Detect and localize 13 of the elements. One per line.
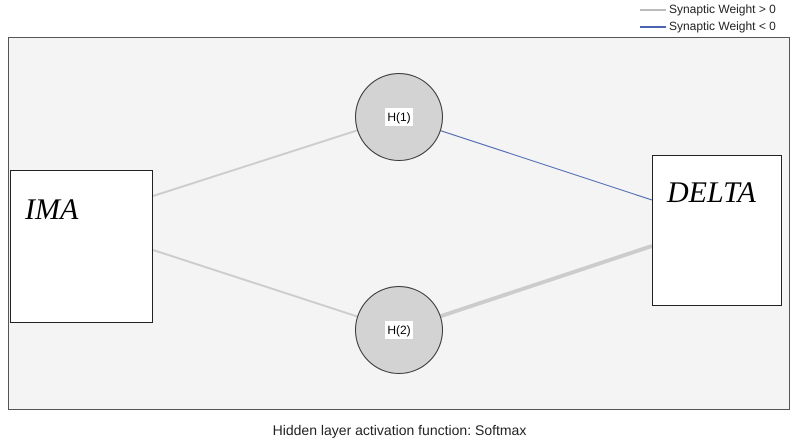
node-label: H(1) xyxy=(385,108,413,126)
layer-node-box xyxy=(652,155,782,306)
caption: Hidden layer activation function: Softmax xyxy=(272,422,528,438)
node-label: DELTA xyxy=(667,176,756,210)
layer-node-box xyxy=(10,170,153,323)
legend-label: Synaptic Weight > 0 xyxy=(669,2,776,16)
legend-label: Synaptic Weight < 0 xyxy=(669,19,776,33)
node-label: H(2) xyxy=(385,321,413,339)
connection-line xyxy=(152,249,358,318)
connection-line xyxy=(440,130,652,200)
node-label: IMA xyxy=(25,193,78,227)
connection-line xyxy=(152,130,358,197)
connection-line xyxy=(440,244,653,318)
